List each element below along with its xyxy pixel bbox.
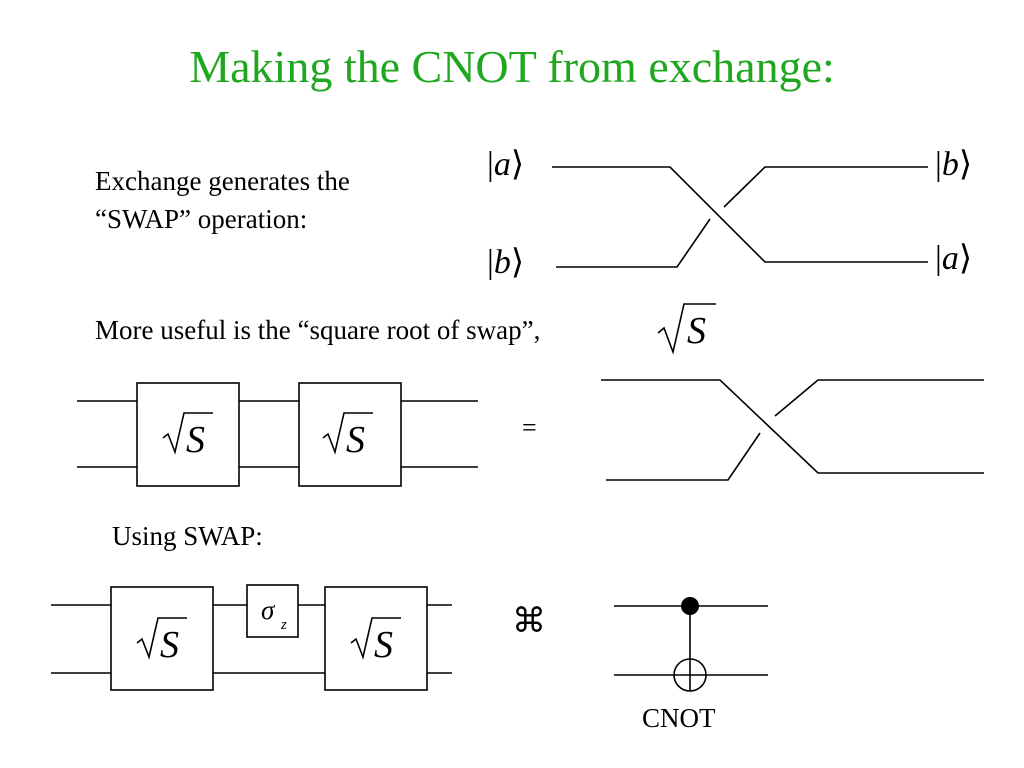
radical-sign <box>350 617 401 660</box>
sigma-z-symbol: σ <box>261 595 276 625</box>
ket-out-bottom-label: a <box>941 240 959 277</box>
sqrt-s-gate-1-label: S <box>186 419 205 461</box>
sqrt-s-gate-1 <box>136 382 240 487</box>
ket-in-bottom: |b⟩ <box>487 244 525 281</box>
sqrt-s-inline: S <box>657 303 716 355</box>
swap-wire-a <box>552 166 928 263</box>
ket-in-top: |a⟩ <box>487 146 525 183</box>
radical-sign <box>322 412 373 455</box>
cnot-label: CNOT <box>642 703 716 733</box>
equivalence-icon: ⌘ <box>512 601 546 641</box>
swap-diagram-2 <box>601 379 984 481</box>
cnot-target-circle <box>673 658 707 692</box>
swap-intro-line2: “SWAP” operation: <box>95 204 308 234</box>
swap-wire-b-upper <box>723 166 928 208</box>
sqrt-s-gate-3-label: S <box>160 624 179 666</box>
sqrt-s-gate-4-label: S <box>374 624 393 666</box>
sqrt-s-gate-2-label: S <box>346 419 365 461</box>
radical-sign <box>657 303 716 355</box>
cnot-construction-circuit: S σ z S <box>51 584 452 691</box>
swap2-wire-bottom-upper <box>774 379 984 417</box>
page-title: Making the CNOT from exchange: <box>189 41 835 92</box>
ket-out-top: |b⟩ <box>935 146 973 183</box>
sqrt-s-inline-label: S <box>687 310 706 352</box>
radical-sign <box>162 412 213 455</box>
radical-sign <box>136 617 187 660</box>
swap2-wire-bottom-lower <box>606 432 761 481</box>
using-swap-text: Using SWAP: <box>112 521 263 551</box>
sqrt-s-gate-3 <box>110 586 214 691</box>
swap-wire-b-lower <box>556 218 711 268</box>
sqrt-swap-text: More useful is the “square root of swap”… <box>95 315 541 345</box>
sqrt-swap-series-circuit: S S <box>77 382 478 487</box>
sigma-z-subscript: z <box>280 617 287 633</box>
swap-diagram <box>552 166 928 268</box>
sigma-z-gate <box>246 584 299 638</box>
swap2-wire-top-to-bottom <box>601 379 984 474</box>
cnot-control-dot <box>681 597 699 615</box>
sqrt-s-gate-4 <box>324 586 428 691</box>
ket-in-bottom-label: b <box>493 244 511 281</box>
sqrt-s-gate-2 <box>298 382 402 487</box>
swap-intro-line1: Exchange generates the <box>95 166 350 196</box>
equals-sign: = <box>522 413 537 442</box>
ket-in-top-label: a <box>493 146 511 183</box>
ket-out-top-label: b <box>941 146 959 183</box>
ket-out-bottom: |a⟩ <box>935 240 973 277</box>
cnot-gate <box>614 597 768 692</box>
